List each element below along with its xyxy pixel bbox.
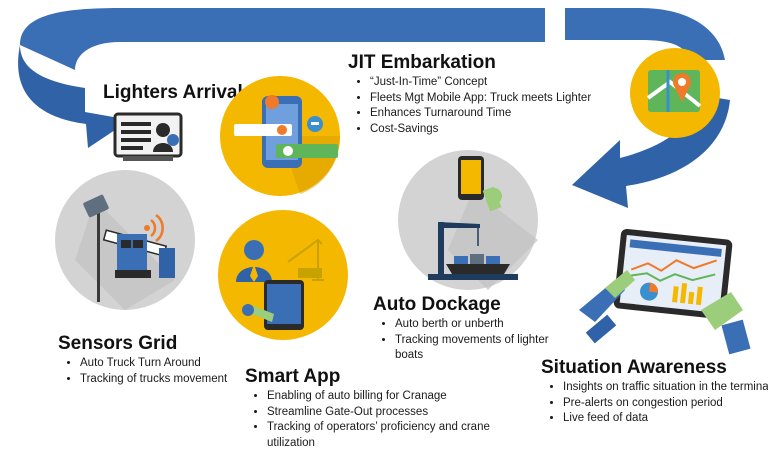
list-item: Insights on traffic situation in the ter… [563, 380, 768, 396]
list-item: Cost-Savings [370, 122, 670, 138]
crane-ship-icon [398, 150, 538, 290]
map-pin-circle [630, 48, 720, 138]
list-item: “Just-In-Time” Concept [370, 75, 670, 91]
list-item: Fleets Mgt Mobile App: Truck meets Light… [370, 91, 670, 107]
list-item: Streamline Gate-Out processes [267, 405, 537, 421]
list-item: Auto Truck Turn Around [80, 356, 270, 372]
jit-embarkation-list: “Just-In-Time” Concept Fleets Mgt Mobile… [348, 75, 670, 137]
smart-app-list: Enabling of auto billing for Cranage Str… [245, 389, 537, 451]
lighters-arrivals-title: Lighters Arrivals [103, 82, 254, 103]
list-item: Tracking of operators’ proficiency and c… [267, 420, 537, 451]
smart-app-title: Smart App [245, 366, 341, 387]
dashboard-tablet-icon [579, 228, 751, 355]
list-item: Enabling of auto billing for Cranage [267, 389, 537, 405]
tablet-operator-icon [218, 210, 348, 340]
list-item: Auto berth or unberth [395, 317, 555, 333]
gate-sensor-icon [55, 170, 195, 310]
id-card-icon [113, 112, 183, 161]
list-item: Tracking of trucks movement [80, 372, 270, 388]
auto-dockage-list: Auto berth or unberth Tracking movements… [373, 317, 555, 364]
mobile-app-icon [220, 76, 341, 196]
auto-dockage-title: Auto Dockage [373, 294, 501, 315]
list-item: Enhances Turnaround Time [370, 106, 670, 122]
list-item: Tracking movements of lighter boats [395, 333, 555, 364]
list-item: Pre-alerts on congestion period [563, 396, 768, 412]
jit-embarkation-title: JIT Embarkation [348, 52, 496, 73]
situation-awareness-title: Situation Awareness [541, 357, 727, 378]
sensors-grid-title: Sensors Grid [58, 333, 178, 354]
situation-awareness-list: Insights on traffic situation in the ter… [541, 380, 768, 427]
list-item: Live feed of data [563, 411, 768, 427]
sensors-grid-list: Auto Truck Turn Around Tracking of truck… [58, 356, 270, 387]
